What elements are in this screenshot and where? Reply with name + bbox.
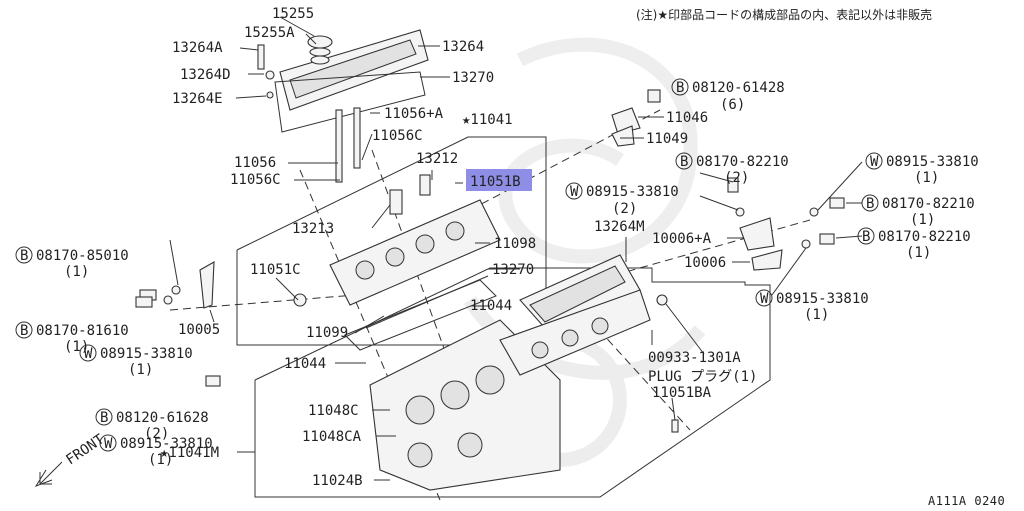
callout-11056: 11056 (234, 155, 276, 171)
rocker-cover (274, 29, 429, 133)
part-qty: (1) (910, 212, 935, 228)
callout-10006: 10006 (684, 255, 726, 271)
part-qty: (2) (724, 170, 749, 186)
part-code-08915-33810: 08915-33810 (120, 436, 213, 452)
part-code-08915-33810: 08915-33810 (586, 184, 679, 200)
callout-11051C: 11051C (250, 262, 301, 278)
part-code-08170-81610: 08170-81610 (36, 323, 129, 339)
circled-letter-w (865, 152, 883, 170)
callout-13212: 13212 (416, 151, 458, 167)
qualifier-letter: B (680, 154, 688, 170)
part-qty: (1) (906, 245, 931, 261)
callout-11044b: 11044 (284, 356, 326, 372)
circled-letter-b (95, 408, 113, 426)
callout-13213: 13213 (292, 221, 334, 237)
footnote-note: (注)★印部品コードの構成部品の内、表記以外は非販売 (636, 8, 933, 22)
head-gaskets (344, 275, 497, 351)
qualifier-letter: B (862, 229, 870, 245)
part-code-08915-33810: 08915-33810 (100, 346, 193, 362)
part-qty: (6) (720, 97, 745, 113)
callout-plug: PLUG プラグ(1) (648, 369, 757, 385)
circled-letter-w (755, 289, 773, 307)
qualifier-letter: W (84, 346, 93, 362)
circled-letter-w (99, 434, 117, 452)
callout-15255A: 15255A (244, 25, 295, 41)
circled-letter-b (15, 246, 33, 264)
part-qty: (2) (144, 426, 169, 442)
part-code-08120-61628: 08120-61628 (116, 410, 209, 426)
callout-11051B: 11051B (470, 174, 521, 190)
part-qty: (2) (612, 201, 637, 217)
part-qty: (1) (128, 362, 153, 378)
callout-00933: 00933-1301A (648, 350, 741, 366)
part-qty: (1) (914, 170, 939, 186)
brackets (199, 107, 783, 309)
callout-11056A: 11056+A (384, 106, 444, 122)
part-code-08170-82210: 08170-82210 (696, 154, 789, 170)
part-qty: (1) (64, 264, 89, 280)
part-code-08915-33810: 08915-33810 (776, 291, 869, 307)
assembly-outline-11041 (236, 136, 547, 346)
callout-11048C: 11048C (308, 403, 359, 419)
qualifier-letter: B (866, 196, 874, 212)
part-qty: (1) (804, 307, 829, 323)
callout-10006A: 10006+A (652, 231, 712, 247)
callout-13270a: 13270 (452, 70, 494, 86)
part-code-08170-82210: 08170-82210 (878, 229, 971, 245)
circled-letter-w (565, 182, 583, 200)
part-qty: (1) (64, 339, 89, 355)
callout-11024B: 11024B (312, 473, 363, 489)
circled-letter-b (675, 152, 693, 170)
callout-10005: 10005 (178, 322, 220, 338)
callout-11041M: ★11041M (160, 445, 219, 461)
qualifier-letter: B (20, 248, 28, 264)
front-label: FRONT (63, 431, 107, 468)
qualifier-letter: B (20, 323, 28, 339)
callout-11056C: 11056C (372, 128, 423, 144)
circled-letter-b (861, 194, 879, 212)
part-code-08170-82210: 08170-82210 (882, 196, 975, 212)
circled-letter-w (79, 344, 97, 362)
cylinder-head (293, 174, 501, 307)
part-code-08120-61428: 08120-61428 (692, 80, 785, 96)
qualifier-letter: W (570, 184, 579, 200)
circled-letter-b (671, 78, 689, 96)
callout-11044a: 11044 (470, 298, 512, 314)
circled-letter-b (857, 227, 875, 245)
callout-13264A: 13264A (172, 40, 223, 56)
highlight-11051B (466, 169, 532, 191)
qualifier-letter: W (104, 436, 113, 452)
circled-letter-b (15, 321, 33, 339)
part-code-08170-85010: 08170-85010 (36, 248, 129, 264)
front-arrow: FRONT (34, 431, 108, 487)
qualifier-letter: B (676, 80, 684, 96)
part-qty: (1) (148, 452, 173, 468)
callout-11046: 11046 (666, 110, 708, 126)
part-code-08915-33810: 08915-33810 (886, 154, 979, 170)
callout-11099: 11099 (306, 325, 348, 341)
callout-11056C-2: 11056C (230, 172, 281, 188)
leader-lines (169, 16, 863, 481)
callout-13270b: 13270 (492, 262, 534, 278)
right-head (499, 254, 679, 433)
callout-15255: 15255 (272, 6, 314, 22)
bolts (135, 44, 845, 387)
callout-11051BA: 11051BA (652, 385, 712, 401)
callout-13264E: 13264E (172, 91, 223, 107)
diagram-ref-code: A111A 0240 (928, 494, 1006, 508)
callout-11048CA: 11048CA (302, 429, 362, 445)
callout-11098: 11098 (494, 236, 536, 252)
qualifier-letter: W (870, 154, 879, 170)
callouts: 15255 15255A 13264A 13264 13264D 13270 1… (160, 6, 757, 489)
qualifier-letter: B (100, 410, 108, 426)
callout-13264: 13264 (442, 39, 484, 55)
callout-11049: 11049 (646, 131, 688, 147)
callout-13264D: 13264D (180, 67, 231, 83)
qualifier-letter: W (760, 291, 769, 307)
callout-11041: ★11041 (462, 112, 513, 128)
callout-13264M: 13264M (594, 219, 645, 235)
